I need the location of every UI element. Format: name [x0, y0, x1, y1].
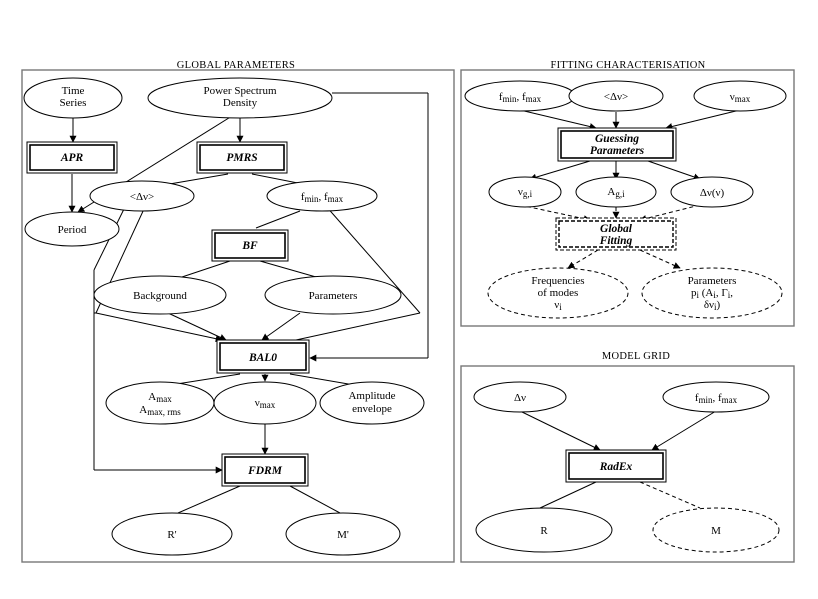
node-dnu-nu: Δν(ν): [670, 176, 754, 208]
node-m: M: [652, 507, 780, 553]
svg-text:Amax, rms: Amax, rms: [139, 404, 181, 417]
node-fmin-fmax-model: fmin, fmax: [662, 381, 770, 413]
svg-text:Ag,i: Ag,i: [607, 186, 625, 199]
node-dnu-model: Δν: [473, 381, 567, 413]
section-title-global: GLOBAL PARAMETERS: [177, 60, 295, 71]
node-time-series: Time Series: [23, 77, 123, 119]
svg-text:BAL0: BAL0: [248, 352, 277, 364]
svg-text:Fitting: Fitting: [599, 235, 633, 247]
svg-text:Frequencies: Frequencies: [531, 275, 584, 287]
node-fmin-fmax-global: fmin, fmax: [266, 180, 378, 212]
box-guessing-parameters: Guessing Parameters: [557, 127, 677, 162]
svg-text:fmin, fmax: fmin, fmax: [499, 91, 542, 104]
svg-text:Time: Time: [62, 85, 85, 97]
panel-model: [460, 365, 795, 563]
svg-text:Δν: Δν: [514, 392, 526, 404]
box-radex: RadEx: [565, 449, 667, 483]
svg-text:Parameters: Parameters: [590, 145, 645, 157]
svg-text:<Δν>: <Δν>: [604, 91, 628, 103]
box-global-fitting: Global Fitting: [555, 217, 677, 251]
node-power-spectrum-density: Power Spectrum Density: [147, 77, 333, 119]
node-m-prime: M': [285, 512, 401, 556]
svg-text:FDRM: FDRM: [247, 465, 283, 477]
svg-text:APR: APR: [60, 152, 84, 164]
node-fmin-fmax-fitting: fmin, fmax: [464, 80, 576, 112]
node-r: R: [475, 507, 613, 553]
global-edges: [68, 92, 429, 514]
node-parameters-global: Parameters: [264, 275, 402, 315]
svg-text:RadEx: RadEx: [599, 461, 633, 473]
box-bf: BF: [211, 229, 289, 262]
svg-text:δνi): δνi): [704, 299, 721, 312]
svg-text:νmax: νmax: [730, 91, 751, 104]
svg-text:R': R': [167, 529, 176, 541]
svg-text:M': M': [337, 529, 349, 541]
svg-text:νmax: νmax: [255, 397, 276, 410]
svg-text:νi: νi: [554, 299, 562, 312]
svg-text:Density: Density: [223, 97, 258, 109]
box-bal0: BAL0: [216, 339, 310, 374]
svg-text:Δν(ν): Δν(ν): [700, 187, 725, 199]
svg-text:envelope: envelope: [352, 403, 392, 415]
model-edges: [519, 410, 717, 509]
model-dashed-edges: [639, 481, 701, 509]
node-a-gi: Ag,i: [575, 176, 657, 208]
node-dnu-global: <Δν>: [89, 180, 195, 212]
svg-text:Background: Background: [133, 290, 187, 302]
svg-text:<Δν>: <Δν>: [130, 191, 154, 203]
svg-text:Parameters: Parameters: [688, 275, 737, 287]
node-nu-gi: νg,i: [488, 176, 562, 208]
svg-text:PMRS: PMRS: [226, 152, 257, 164]
svg-text:Guessing: Guessing: [595, 133, 639, 145]
node-background: Background: [93, 275, 227, 315]
svg-text:Global: Global: [600, 223, 633, 235]
panel-global: [21, 69, 455, 563]
node-amax: Amax Amax, rms: [105, 381, 215, 425]
svg-text:R: R: [540, 525, 548, 537]
svg-text:BF: BF: [241, 240, 258, 252]
panel-fitting: [460, 69, 795, 327]
node-dnu-fitting: <Δν>: [568, 80, 664, 112]
node-period: Period: [24, 211, 120, 247]
node-mode-parameters: Parameters pi (Ai, Γi, δνi): [641, 267, 783, 319]
svg-text:M: M: [711, 525, 721, 537]
svg-text:Period: Period: [58, 224, 87, 236]
svg-text:νg,i: νg,i: [518, 186, 533, 199]
node-amplitude-envelope: Amplitude envelope: [319, 381, 425, 425]
box-pmrs: PMRS: [196, 141, 288, 174]
node-r-prime: R': [111, 512, 233, 556]
section-title-model: MODEL GRID: [602, 351, 670, 362]
node-numax-global: νmax: [213, 381, 317, 425]
svg-text:Amplitude: Amplitude: [348, 390, 395, 402]
section-title-fitting: FITTING CHARACTERISATION: [550, 60, 705, 71]
svg-text:Series: Series: [60, 97, 87, 109]
svg-text:of modes: of modes: [538, 287, 579, 299]
box-apr: APR: [26, 141, 118, 174]
svg-text:pi (Ai, Γi,: pi (Ai, Γi,: [691, 287, 733, 300]
svg-text:Power Spectrum: Power Spectrum: [203, 85, 276, 97]
svg-text:fmin, fmax: fmin, fmax: [301, 191, 344, 204]
svg-text:fmin, fmax: fmin, fmax: [695, 392, 738, 405]
node-frequencies-of-modes: Frequencies of modes νi: [487, 267, 629, 319]
node-numax-fitting: νmax: [693, 80, 787, 112]
fitting-edges: [519, 109, 741, 181]
svg-text:Parameters: Parameters: [309, 290, 358, 302]
box-fdrm: FDRM: [221, 453, 309, 487]
svg-text:Amax: Amax: [148, 391, 172, 404]
